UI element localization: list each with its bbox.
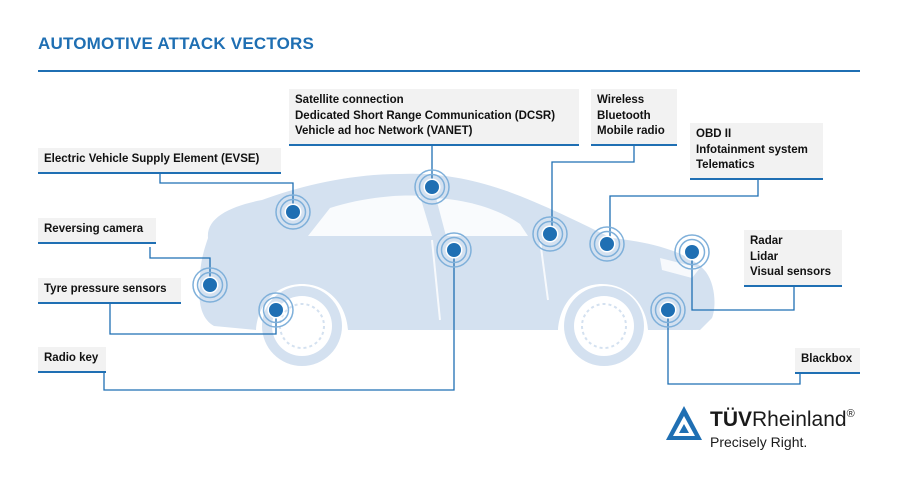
node-obd — [589, 226, 625, 262]
node-tyre — [258, 292, 294, 328]
label-line: Tyre pressure sensors — [44, 283, 167, 295]
label-reversing-camera: Reversing camera — [38, 218, 156, 244]
node-reversing — [192, 267, 228, 303]
label-line: Visual sensors — [750, 266, 831, 278]
node-roof — [436, 232, 472, 268]
label-obd: OBD II Infotainment system Telematics — [690, 123, 823, 180]
label-line: Wireless — [597, 94, 645, 106]
label-line: Radio key — [44, 352, 99, 364]
logo-brand: TÜVRheinland® — [710, 408, 855, 432]
logo-tagline: Precisely Right. — [710, 434, 808, 450]
node-wireless — [532, 216, 568, 252]
sensor-nodes — [192, 169, 710, 328]
car-silhouette — [199, 173, 715, 366]
label-line: Vehicle ad hoc Network (VANET) — [295, 125, 473, 137]
label-line: Telematics — [696, 159, 755, 171]
tuv-triangle-icon — [666, 406, 702, 440]
label-blackbox: Blackbox — [795, 348, 860, 374]
label-satellite: Satellite connection Dedicated Short Ran… — [289, 89, 579, 146]
connector-obd — [609, 176, 759, 242]
connector-evse — [159, 172, 294, 210]
connector-radar — [691, 252, 795, 311]
label-line: Bluetooth — [597, 109, 651, 122]
label-line: Radar — [750, 235, 783, 247]
label-evse: Electric Vehicle Supply Element (EVSE) — [38, 148, 281, 174]
connector-wireless — [551, 142, 635, 232]
label-line: Mobile radio — [597, 125, 665, 137]
node-blackbox — [650, 292, 686, 328]
logo-brand-rest: Rheinland — [752, 408, 847, 431]
connector-lines — [103, 140, 801, 391]
label-line: Blackbox — [801, 353, 853, 365]
label-line: OBD II — [696, 128, 732, 140]
logo-registered: ® — [846, 408, 855, 420]
label-line: Infotainment system — [696, 143, 808, 156]
label-line: Satellite connection — [295, 94, 404, 106]
label-line: Dedicated Short Range Communication (DCS… — [295, 109, 556, 122]
connector-blackbox — [667, 310, 801, 385]
label-tyre-pressure: Tyre pressure sensors — [38, 278, 181, 304]
page-title: AUTOMOTIVE ATTACK VECTORS — [38, 34, 315, 53]
node-radar — [674, 234, 710, 270]
logo-brand-bold: TÜV — [710, 408, 752, 431]
tuv-logo: TÜVRheinland® Precisely Right. — [664, 402, 864, 452]
title-divider — [38, 70, 860, 72]
label-radar: Radar Lidar Visual sensors — [744, 230, 842, 287]
label-radio-key: Radio key — [38, 347, 106, 373]
label-line: Electric Vehicle Supply Element (EVSE) — [44, 153, 260, 165]
connector-reversing — [149, 247, 211, 284]
label-wireless: Wireless Bluetooth Mobile radio — [591, 89, 677, 146]
node-satellite — [414, 169, 450, 205]
label-line: Lidar — [750, 250, 779, 263]
connector-radio-key — [103, 250, 455, 391]
label-line: Reversing camera — [44, 223, 144, 235]
node-evse — [275, 194, 311, 230]
